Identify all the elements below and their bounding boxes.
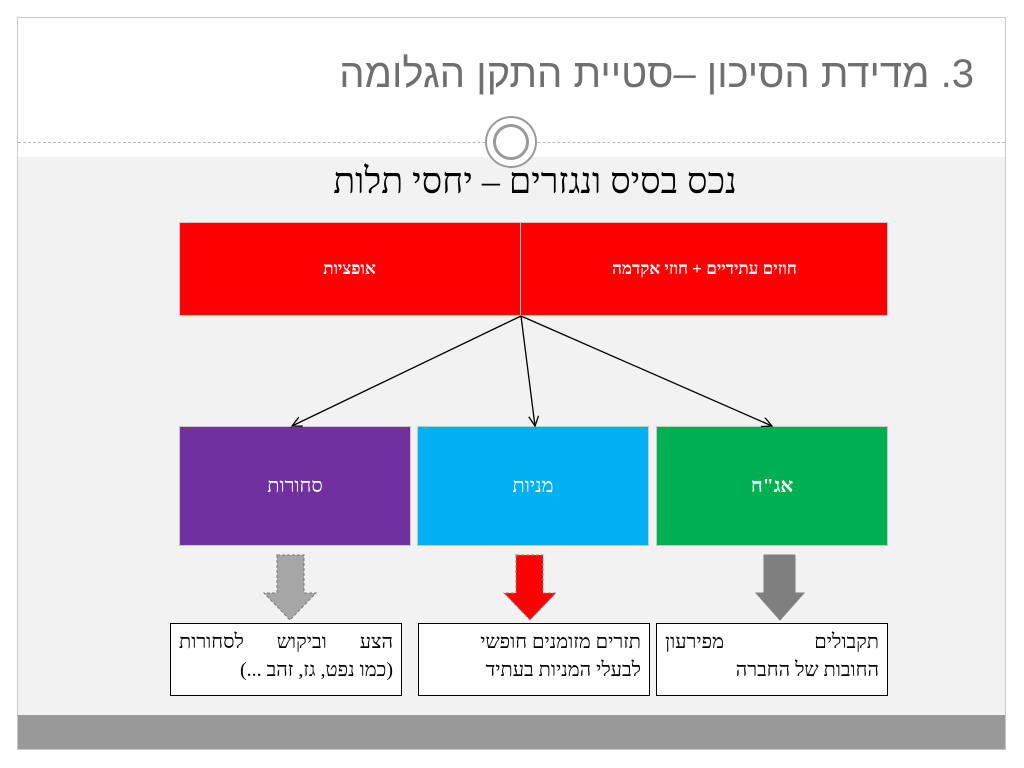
commodities-description-line1: הצע וביקוש לסחורות bbox=[179, 631, 393, 653]
stocks-label: מניות bbox=[512, 474, 554, 497]
futures-forwards-label: חוזים עתידיים + חוזי אקדמה bbox=[612, 259, 797, 278]
down-arrow-bonds bbox=[754, 554, 806, 621]
options-label: אופציות bbox=[323, 259, 376, 278]
diagram-subtitle: נכס בסיס ונגזרים – יחסי תלות bbox=[333, 161, 737, 201]
stocks-description: תזרים מזומנים חופשי לבעלי המניות בעתיד bbox=[418, 623, 650, 696]
derivatives-bar-divider bbox=[520, 222, 521, 316]
bonds-box: אג"ח bbox=[656, 426, 888, 546]
commodities-description: הצע וביקוש לסחורות (כמו נפט, גז, זהב ...… bbox=[170, 623, 402, 696]
bonds-description-line1: תקבולים מפירעון bbox=[665, 631, 879, 653]
footer-bar bbox=[18, 715, 1005, 749]
bonds-description-line2: החובות של החברה bbox=[735, 659, 879, 681]
stocks-box: מניות bbox=[417, 426, 649, 546]
connector-arrow-to-bonds bbox=[520, 315, 772, 426]
commodities-description-line2: (כמו נפט, גז, זהב ...) bbox=[239, 659, 393, 681]
connector-arrow-options-to-commodities bbox=[292, 315, 522, 426]
derivatives-bar bbox=[179, 222, 888, 316]
down-arrow-commodities bbox=[262, 554, 318, 621]
bonds-description: תקבולים מפירעון החובות של החברה bbox=[656, 623, 888, 696]
stocks-description-line1: תזרים מזומנים חופשי bbox=[480, 631, 641, 653]
divider-ring-ornament bbox=[485, 116, 537, 168]
connector-arrow-to-stocks bbox=[520, 315, 535, 426]
slide-title: 3. מדידת הסיכון –סטיית התקן הגלומה bbox=[339, 52, 974, 96]
down-arrow-stocks bbox=[502, 554, 558, 621]
stocks-description-line2: לבעלי המניות בעתיד bbox=[485, 659, 641, 681]
bonds-label: אג"ח bbox=[750, 474, 794, 497]
commodities-label: סחורות bbox=[267, 474, 323, 497]
commodities-box: סחורות bbox=[179, 426, 411, 546]
